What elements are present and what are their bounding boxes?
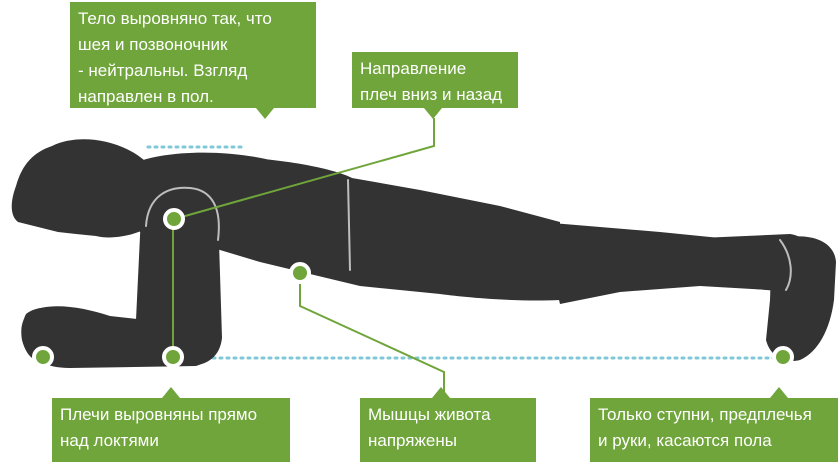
shoulder-marker bbox=[163, 208, 185, 230]
abs-callout: Мышцы живота напряжены bbox=[360, 387, 536, 462]
fist-shape bbox=[21, 307, 73, 363]
shoulders-over-elbows-callout: Плечи выровняны прямо над локтями bbox=[52, 387, 290, 462]
shoulder-direction-connector bbox=[177, 118, 435, 219]
hand-marker bbox=[32, 346, 54, 368]
waist-seam bbox=[347, 179, 351, 271]
abs-connector bbox=[299, 276, 445, 392]
shoulder-seam bbox=[145, 186, 220, 241]
connector-lines bbox=[172, 118, 445, 392]
body-silhouette bbox=[11, 139, 836, 368]
torso-shape bbox=[160, 156, 560, 301]
head-shape bbox=[11, 139, 160, 238]
knee-seam bbox=[779, 239, 792, 291]
markers bbox=[32, 208, 794, 368]
seam-lines bbox=[145, 179, 792, 291]
neck-alignment-callout: Тело выровняно так, что шея и позвоночни… bbox=[70, 2, 316, 119]
foot-marker bbox=[772, 346, 794, 368]
elbow-marker bbox=[162, 346, 184, 368]
shoulder-direction-callout: Направление плеч вниз и назад bbox=[352, 52, 518, 119]
contact-points-callout: Только ступни, предплечья и руки, касают… bbox=[590, 387, 838, 462]
abs-marker bbox=[289, 262, 311, 284]
foot-shape bbox=[766, 236, 836, 362]
